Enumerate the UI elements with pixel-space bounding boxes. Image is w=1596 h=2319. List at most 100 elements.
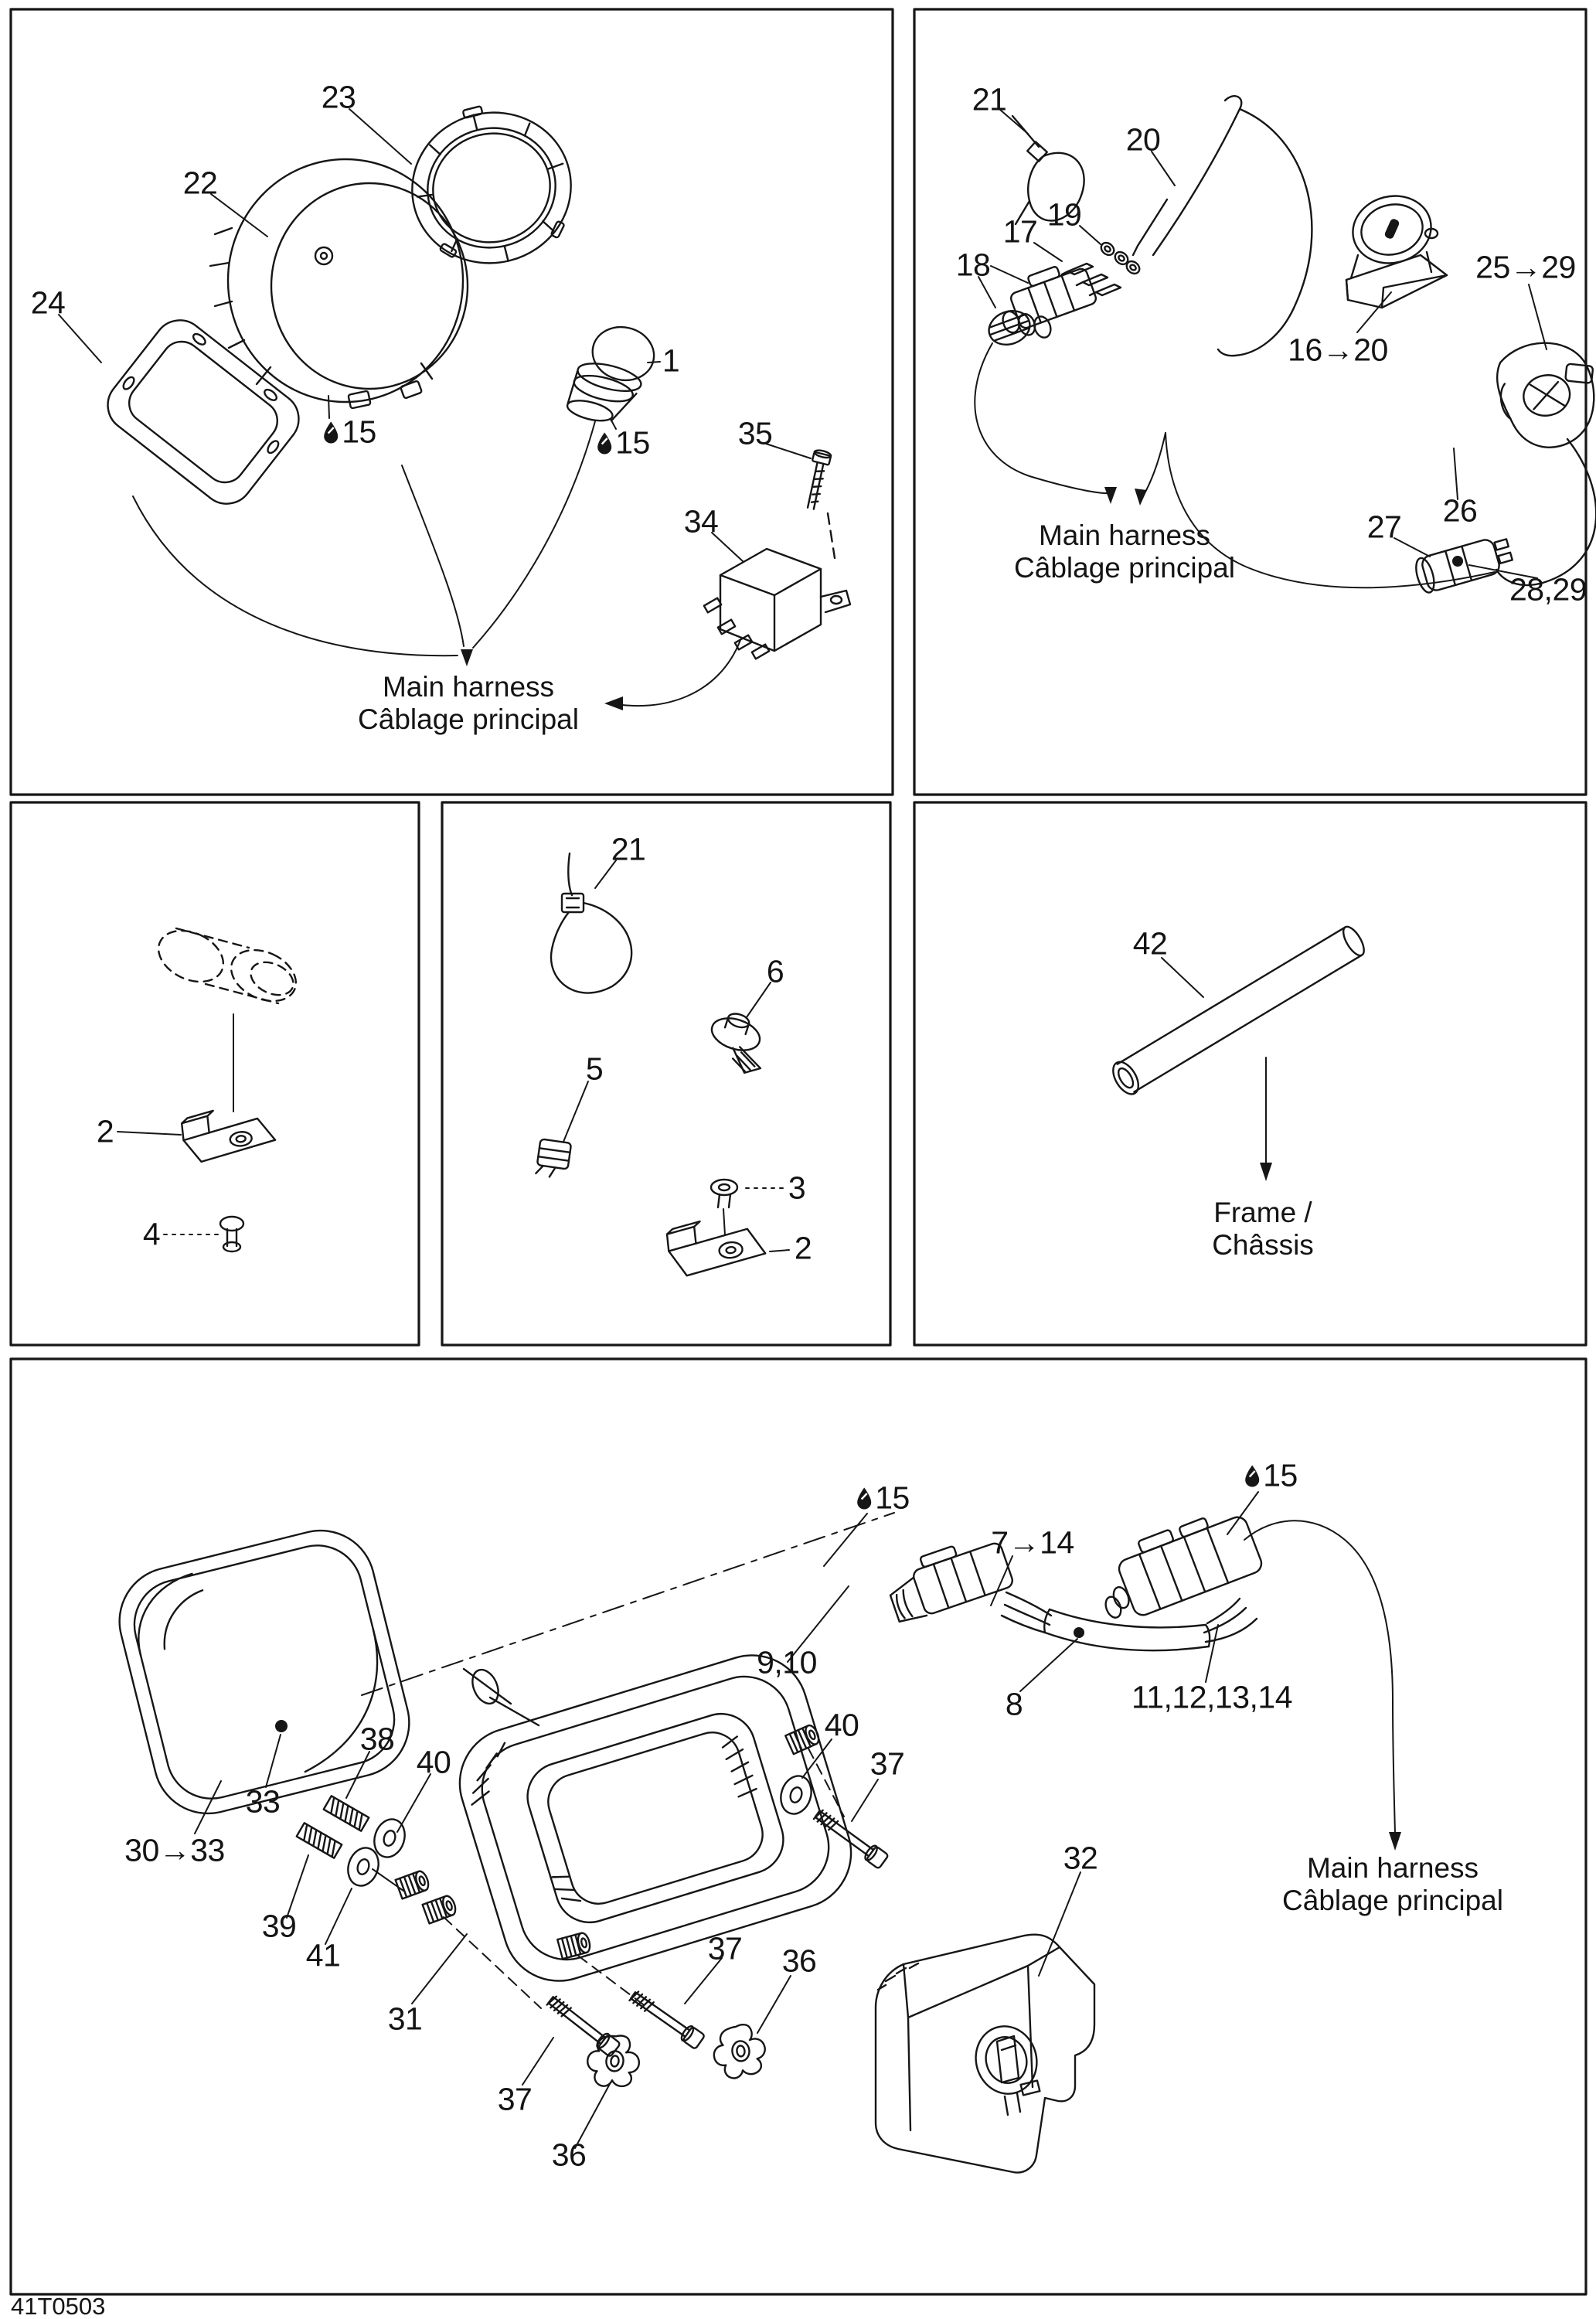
clip-5-drawing bbox=[535, 1138, 572, 1178]
down-arrowhead bbox=[461, 649, 473, 666]
callout-4: 4 bbox=[142, 1216, 161, 1252]
callout-20: 20 bbox=[1125, 121, 1161, 158]
callout-36: 36 bbox=[551, 2137, 587, 2173]
callout-2: 2 bbox=[96, 1113, 114, 1149]
callout-15-text: 15 bbox=[342, 414, 376, 450]
callout-3: 3 bbox=[788, 1170, 806, 1206]
trim-ring-drawing bbox=[411, 105, 572, 264]
switch-cable-drawing bbox=[1495, 438, 1596, 587]
leader-bracket-2 bbox=[117, 1131, 182, 1136]
bulb-socket-drawing bbox=[566, 325, 655, 422]
bolt-37-lower bbox=[544, 1992, 622, 2058]
callout-6: 6 bbox=[766, 953, 784, 989]
adjust-spring bbox=[322, 1795, 370, 1832]
callout-36: 36 bbox=[781, 1943, 817, 1979]
screw-6-drawing bbox=[710, 1013, 762, 1074]
callout-19: 19 bbox=[1046, 196, 1082, 233]
callout-8: 8 bbox=[1005, 1686, 1023, 1722]
headlight-lens-drawing bbox=[118, 1529, 410, 1815]
harness-sleeve-drawing bbox=[1043, 1608, 1211, 1652]
callout-1: 1 bbox=[662, 342, 680, 379]
callout-27: 27 bbox=[1366, 509, 1402, 545]
callout-28-29: 28,29 bbox=[1509, 571, 1587, 608]
callout-15-lubricant: 15 bbox=[322, 414, 376, 450]
panel-switch-harness bbox=[913, 8, 1587, 796]
cable-tie-2-drawing bbox=[550, 852, 633, 994]
panel-headlight bbox=[9, 1357, 1587, 2296]
speedometer-housing-drawing bbox=[209, 158, 469, 410]
callout-15-lubricant: 15 bbox=[596, 427, 650, 459]
note-line-fr: Câblage principal bbox=[1014, 552, 1235, 584]
routing-curves-switch-panel bbox=[974, 342, 1496, 589]
lubricant-droplet-icon bbox=[597, 432, 612, 454]
panel-mount-left bbox=[9, 801, 420, 1347]
harness-wires-right bbox=[1203, 1597, 1258, 1643]
connector-cap-drawing bbox=[988, 310, 1031, 346]
figure-code: 41T0503 bbox=[11, 2293, 106, 2319]
callout-40: 40 bbox=[824, 1707, 859, 1743]
main-harness-note-instruments: Main harness Câblage principal bbox=[358, 671, 579, 736]
callout-2: 2 bbox=[794, 1230, 812, 1266]
frame-note: Frame / Châssis bbox=[1212, 1197, 1314, 1262]
leader-lines-headlight bbox=[194, 1491, 1259, 2149]
leader-lines-fasteners bbox=[563, 860, 790, 1252]
panel-instruments bbox=[9, 8, 894, 796]
lubricant-droplet-icon bbox=[857, 1487, 872, 1509]
note-line-en: Main harness bbox=[1306, 1852, 1479, 1884]
callout-26: 26 bbox=[1442, 492, 1478, 529]
leader-lines-switch-panel bbox=[978, 109, 1547, 579]
callout-42: 42 bbox=[1132, 925, 1168, 962]
callout-15-text: 15 bbox=[1263, 1457, 1298, 1493]
callout-7-14: 7→14 bbox=[991, 1524, 1074, 1561]
note-line-en: Main harness bbox=[1038, 519, 1211, 551]
terminal-pins-drawing bbox=[1060, 262, 1122, 297]
callout-21: 21 bbox=[972, 81, 1007, 117]
connector-27-drawing bbox=[1415, 538, 1513, 594]
callout-15-text: 15 bbox=[615, 424, 650, 461]
screw-axis-dashed-line bbox=[826, 512, 836, 560]
knob-36-left bbox=[583, 2030, 644, 2092]
routing-curve-headlight bbox=[1244, 1520, 1401, 1851]
grease-point-dot bbox=[1452, 556, 1463, 567]
knob-axis-dashed-2 bbox=[577, 1955, 647, 2007]
harness-wires-left bbox=[1000, 1591, 1053, 1634]
knob-axis-dashed bbox=[443, 1916, 542, 2009]
main-harness-note-headlight: Main harness Câblage principal bbox=[1282, 1852, 1503, 1917]
panel-borders bbox=[9, 8, 1587, 2296]
housing-bushing bbox=[421, 1893, 459, 1925]
connector-18-drawing bbox=[1002, 266, 1097, 339]
lubricant-droplet-icon bbox=[324, 421, 339, 443]
ghost-part-drawing bbox=[157, 927, 298, 1005]
callout-33: 33 bbox=[245, 1783, 281, 1820]
left-arrowhead bbox=[604, 696, 623, 710]
note-line-en: Frame / bbox=[1213, 1197, 1312, 1228]
callout-30-33: 30→33 bbox=[124, 1832, 225, 1868]
callout-24: 24 bbox=[30, 284, 66, 321]
callout-17: 17 bbox=[1002, 213, 1038, 250]
ignition-switch-drawing bbox=[1345, 195, 1448, 309]
callout-39: 39 bbox=[261, 1908, 297, 1944]
callout-15-lubricant: 15 bbox=[856, 1482, 910, 1514]
callout-21: 21 bbox=[611, 831, 646, 867]
main-harness-note-switch: Main harness Câblage principal bbox=[1014, 519, 1235, 584]
frame-arrowhead bbox=[1260, 1163, 1272, 1181]
alignment-dash-line bbox=[361, 1512, 895, 1696]
housing-bushing bbox=[394, 1868, 432, 1900]
rivet-3-drawing bbox=[710, 1178, 739, 1209]
callout-5: 5 bbox=[585, 1051, 604, 1087]
cushion-pad-drawing bbox=[107, 319, 300, 505]
harness-connector-left-drawing bbox=[889, 1542, 1013, 1623]
support-bracket-2-drawing bbox=[665, 1220, 767, 1277]
multifunction-switch-drawing bbox=[1496, 342, 1595, 448]
note-line-fr: Câblage principal bbox=[1282, 1885, 1503, 1917]
adjust-spring bbox=[295, 1822, 343, 1859]
callout-34: 34 bbox=[683, 503, 719, 540]
panel-frame-tube bbox=[913, 801, 1587, 1347]
support-bracket-drawing bbox=[180, 1109, 277, 1163]
routing-curves-instruments bbox=[132, 421, 741, 710]
headlight-cover-drawing bbox=[874, 1933, 1096, 2174]
callout-25-29: 25→29 bbox=[1475, 249, 1576, 285]
washer-axis-line bbox=[372, 1868, 404, 1892]
callout-37: 37 bbox=[707, 1930, 743, 1967]
callout-32: 32 bbox=[1063, 1840, 1098, 1876]
